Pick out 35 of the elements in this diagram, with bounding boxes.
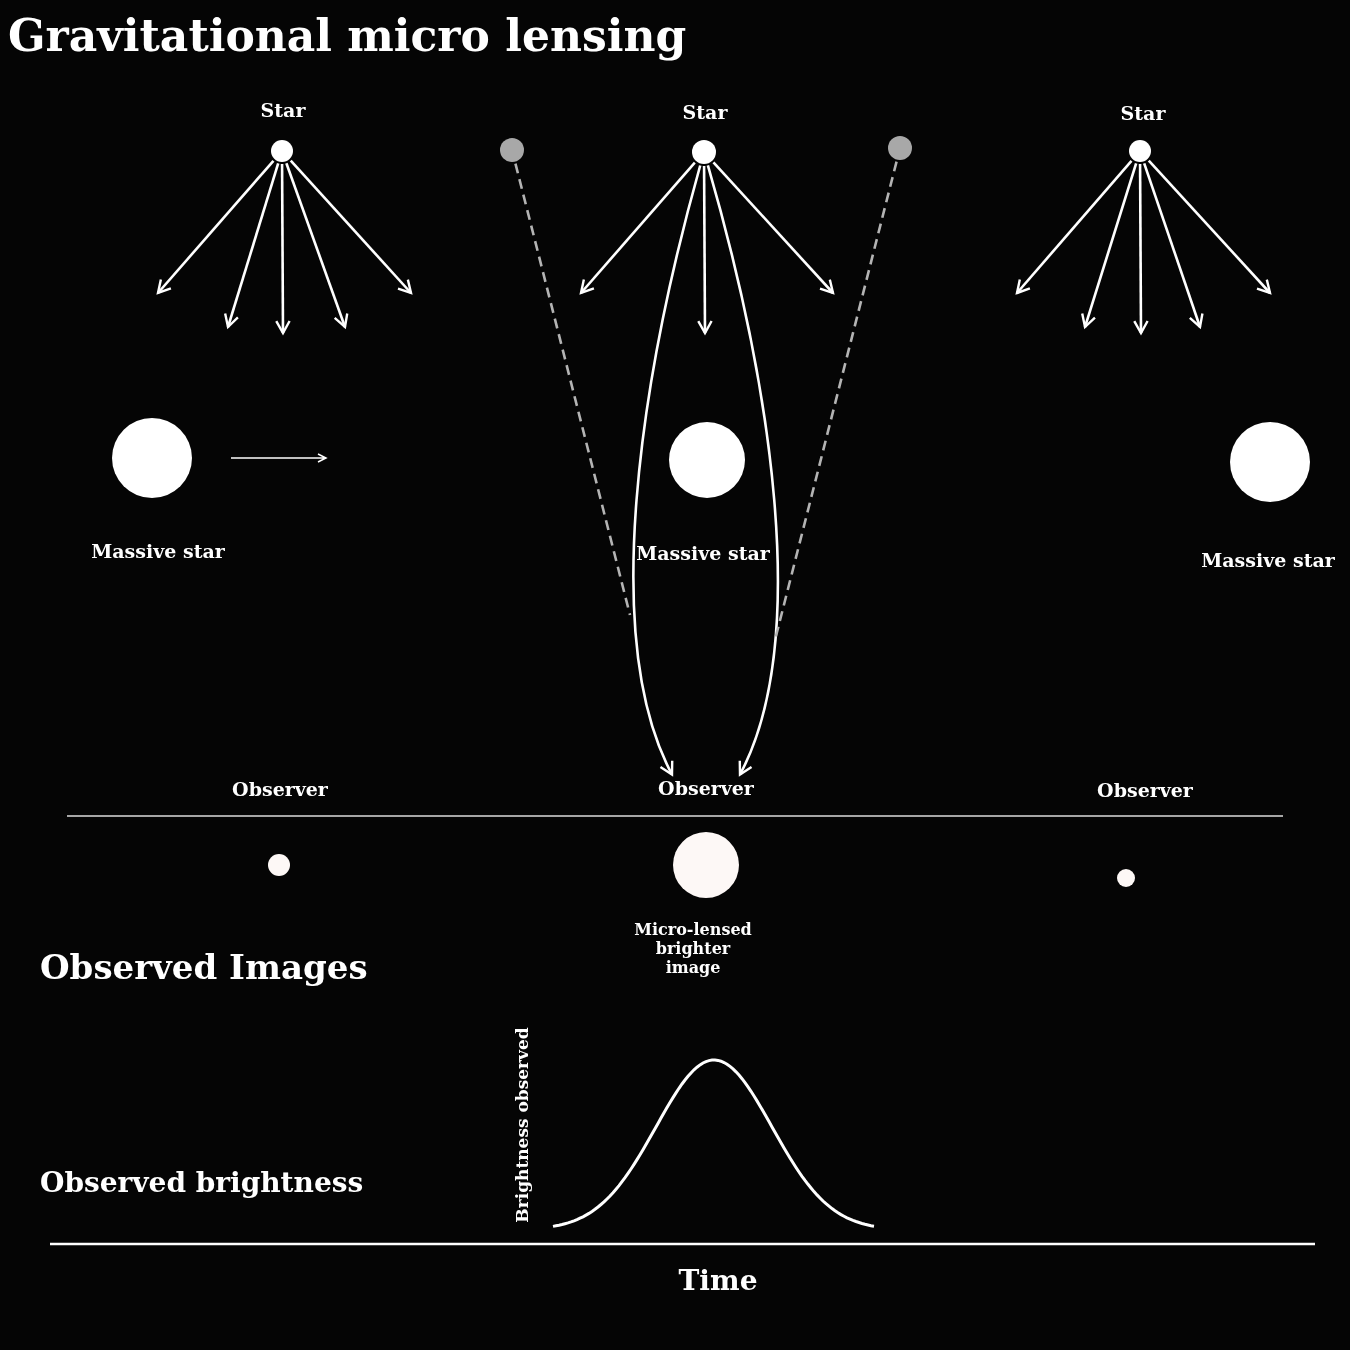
title: Gravitational micro lensing (8, 9, 687, 63)
arrow (579, 161, 696, 295)
arrow (156, 159, 275, 295)
axis-label: Time (677, 1262, 759, 1298)
axis-label: Brightness observed (511, 1026, 533, 1225)
arrow (223, 163, 280, 329)
section-heading: Observed brightness (40, 1164, 364, 1200)
star-label: Star (259, 98, 307, 122)
apparent-star-position (500, 138, 524, 162)
arrow (1133, 164, 1149, 335)
arrow (289, 159, 413, 295)
apparent-star-position (888, 136, 912, 160)
arrow (1147, 159, 1272, 295)
star-image (1117, 869, 1135, 887)
star-label: Star (1119, 101, 1167, 125)
arrow (285, 162, 349, 329)
star-label: Massive star (90, 539, 226, 563)
observer-label: Observer (231, 777, 329, 802)
arrow (1081, 163, 1138, 329)
observer-label: Observer (1096, 778, 1194, 803)
dashed-line (514, 163, 632, 616)
arrow (1142, 162, 1204, 329)
image-caption: Micro-lensed brighter image (633, 920, 753, 977)
observer-label: Observer (658, 776, 754, 800)
arrow (275, 164, 291, 335)
star-label: Massive star (1200, 548, 1336, 572)
arrow (697, 166, 713, 335)
light-ray (632, 165, 702, 776)
section-heading: Observed Images (40, 945, 368, 989)
light-ray (706, 165, 779, 776)
arrow (712, 161, 835, 295)
star-image (268, 854, 290, 876)
arrow (1015, 159, 1133, 295)
star-label: Massive star (635, 541, 771, 565)
star-label: Star (681, 100, 729, 124)
